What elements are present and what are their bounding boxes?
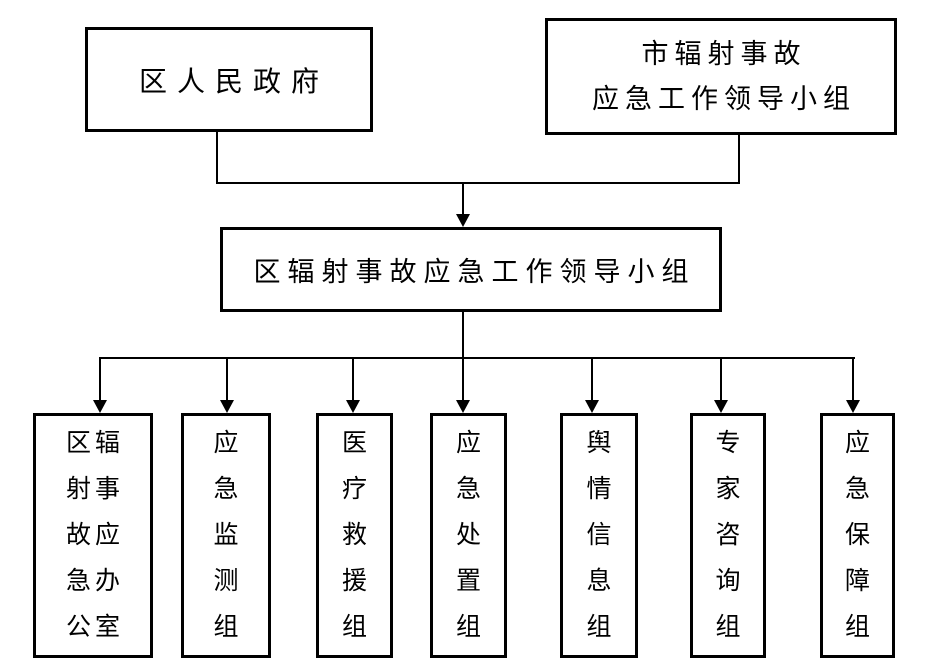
vertical-text-row: 监 <box>213 521 243 549</box>
vertical-text-row: 救 <box>341 521 371 549</box>
vertical-text-row: 组 <box>844 613 874 641</box>
vertical-text-row: 组 <box>341 613 371 641</box>
box-district-government: 区人民政府 <box>85 27 373 132</box>
connector-branch-stem-6 <box>720 359 722 401</box>
box-district-leading-group: 区辐射事故应急工作领导小组 <box>220 227 722 312</box>
connector-branch-stem-7 <box>852 359 854 401</box>
vertical-text-row: 疗 <box>341 475 371 503</box>
box-emergency-monitoring-group: 应 急 监 测 组 <box>181 413 271 658</box>
vertical-text-row: 急 <box>213 475 243 503</box>
vertical-text-row: 专 <box>715 429 745 457</box>
vertical-text-row: 询 <box>715 567 745 595</box>
vertical-text-row: 公室 <box>65 613 124 641</box>
connector-branch-stem-3 <box>352 359 354 401</box>
arrow-down-icon <box>456 400 470 413</box>
arrow-down-icon <box>714 400 728 413</box>
vertical-text-row: 组 <box>715 613 745 641</box>
box-expert-consultation-group: 专 家 咨 询 组 <box>690 413 766 658</box>
arrow-down-icon <box>456 214 470 227</box>
vertical-text-row: 援 <box>341 567 371 595</box>
connector-branch-stem-2 <box>226 359 228 401</box>
district-leading-group-label: 区辐射事故应急工作领导小组 <box>253 257 696 287</box>
vertical-text-row: 测 <box>213 567 243 595</box>
vertical-text-row: 组 <box>213 613 243 641</box>
vertical-text-row: 医 <box>341 429 371 457</box>
box-medical-rescue-group: 医 疗 救 援 组 <box>316 413 393 658</box>
vertical-text-row: 急 <box>844 475 874 503</box>
arrow-down-icon <box>93 400 107 413</box>
box-public-opinion-information-group: 舆 情 信 息 组 <box>560 413 638 658</box>
arrow-down-icon <box>220 400 234 413</box>
vertical-text-row: 急办 <box>65 567 124 595</box>
vertical-text-row: 处 <box>455 521 485 549</box>
arrow-down-icon <box>585 400 599 413</box>
vertical-text-row: 应 <box>455 429 485 457</box>
box-city-leading-group: 市辐射事故 应急工作领导小组 <box>545 18 897 135</box>
connector-center-drop <box>462 312 464 359</box>
vertical-text-row: 情 <box>586 475 616 503</box>
vertical-text-row: 应 <box>844 429 874 457</box>
vertical-text-row: 保 <box>844 521 874 549</box>
district-government-label: 区人民政府 <box>138 66 329 98</box>
arrow-down-icon <box>346 400 360 413</box>
arrow-down-icon <box>846 400 860 413</box>
connector-right-drop <box>738 134 740 184</box>
vertical-text-row: 组 <box>455 613 485 641</box>
vertical-text-row: 障 <box>844 567 874 595</box>
connector-upper-rail <box>216 182 740 184</box>
vertical-text-row: 故应 <box>65 521 124 549</box>
vertical-text-row: 区辐 <box>65 429 124 457</box>
connector-fan-rail <box>99 357 855 359</box>
vertical-text-row: 舆 <box>586 429 616 457</box>
box-emergency-disposal-group: 应 急 处 置 组 <box>430 413 507 658</box>
vertical-text-row: 射事 <box>65 475 124 503</box>
city-leading-group-line1: 市辐射事故 <box>641 38 807 69</box>
connector-left-drop <box>216 131 218 184</box>
vertical-text-row: 急 <box>455 475 485 503</box>
box-district-radiation-emergency-office: 区辐 射事 故应 急办 公室 <box>33 413 153 658</box>
vertical-text-row: 应 <box>213 429 243 457</box>
vertical-text-row: 息 <box>586 567 616 595</box>
connector-branch-stem-4 <box>462 359 464 401</box>
vertical-text-row: 家 <box>715 475 745 503</box>
vertical-text-row: 组 <box>586 613 616 641</box>
vertical-text-row: 信 <box>586 521 616 549</box>
connector-center-arrow-stem <box>462 184 464 215</box>
connector-branch-stem-1 <box>99 359 101 401</box>
vertical-text-row: 咨 <box>715 521 745 549</box>
city-leading-group-line2: 应急工作领导小组 <box>592 83 856 114</box>
vertical-text-row: 置 <box>455 567 485 595</box>
box-emergency-support-group: 应 急 保 障 组 <box>820 413 895 658</box>
connector-branch-stem-5 <box>591 359 593 401</box>
